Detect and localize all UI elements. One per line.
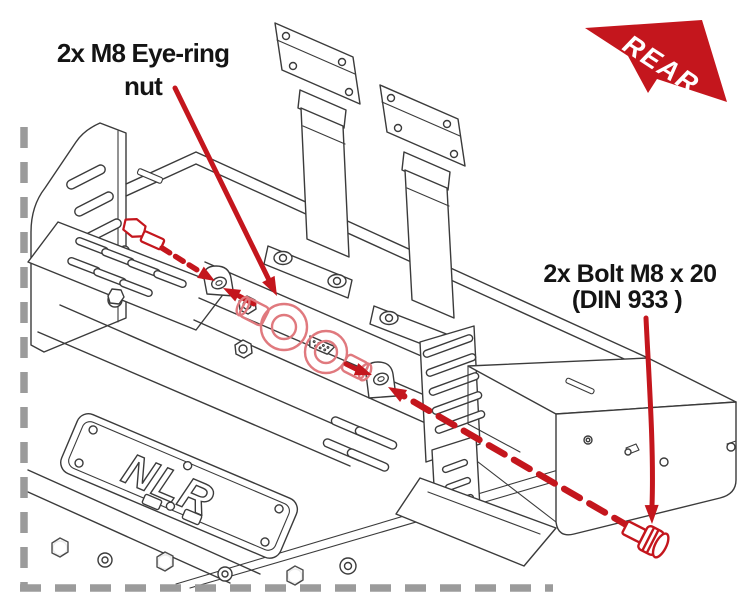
eyering-label-line2: nut (124, 71, 163, 101)
vertical-bracket-1 (263, 22, 361, 299)
slotted-shelf (27, 221, 229, 331)
chassis-line-art: NLR (27, 22, 737, 589)
arrow-into-lug-2 (343, 361, 372, 376)
deck-back-edges (125, 151, 649, 369)
bolt-callout-label: 2x Bolt M8 x 20 (DIN 933 ) (543, 260, 717, 314)
mount-lug-2 (365, 361, 397, 399)
insertion-axis-left (159, 245, 215, 281)
rear-badge: REAR (585, 20, 727, 102)
callout-arrow-eyering (172, 85, 277, 296)
bottom-hardware (51, 493, 357, 586)
vertical-bracket-2 (369, 84, 466, 359)
callout-arrow-bolt (643, 315, 659, 524)
insertion-axis-rear (388, 387, 634, 531)
right-box (467, 357, 737, 536)
bolt-m8-right (621, 520, 670, 559)
bolt-label-line2: (DIN 933 ) (572, 286, 682, 314)
eyering-label-line1: 2x M8 Eye-ring (57, 38, 229, 68)
bolt-label-line1: 2x Bolt M8 x 20 (543, 260, 716, 288)
nlr-logo-plate: NLR (60, 413, 398, 559)
bolt-m8-left (122, 217, 166, 251)
lower-right-panels (395, 435, 557, 567)
eyering-callout-label: 2x M8 Eye-ring nut (57, 38, 230, 101)
eye-ring-nut-1 (235, 295, 309, 352)
